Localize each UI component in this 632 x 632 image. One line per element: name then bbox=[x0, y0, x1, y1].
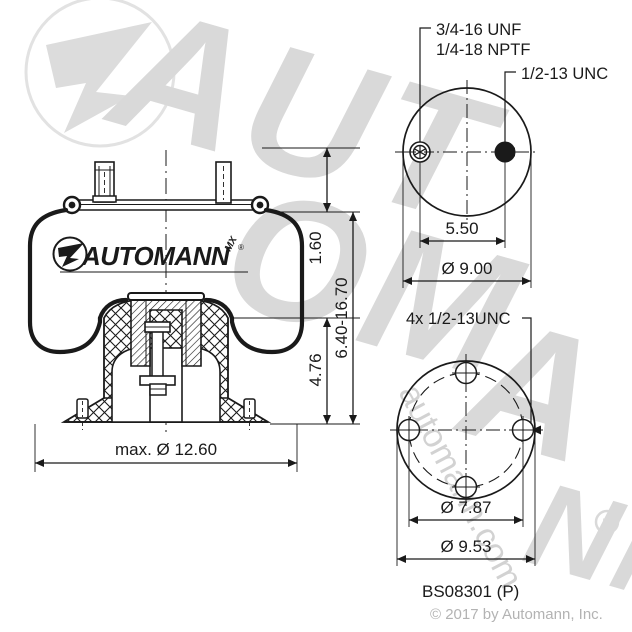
piston-assembly bbox=[60, 292, 272, 430]
air-bellows bbox=[27, 207, 305, 355]
air-port-feature bbox=[406, 141, 434, 163]
dim-bead-height-label: 1.60 bbox=[306, 231, 325, 264]
center-bolt bbox=[139, 321, 176, 396]
leader-stud bbox=[504, 71, 516, 157]
piston-top-rim bbox=[127, 292, 205, 301]
dim-piston-height-label: 4.76 bbox=[306, 353, 325, 386]
bellows-left-wall bbox=[27, 207, 103, 355]
stud-feature bbox=[494, 141, 516, 163]
bolt-hole-right bbox=[509, 416, 537, 444]
dim-vertical-group: 1.60 4.76 6.40-16.70 bbox=[234, 147, 360, 425]
dim-plate-diameter: Ø 9.00 bbox=[402, 152, 532, 288]
registered-mark: ® bbox=[238, 243, 244, 252]
leader-bolt-pattern bbox=[522, 317, 541, 435]
part-number-label: BS08301 (P) bbox=[422, 582, 519, 601]
bellows-right-wall bbox=[229, 207, 305, 355]
dim-overall-diameter: max. Ø 12.60 bbox=[34, 424, 298, 472]
callout-air-port-pipe-thread: 1/4-18 NPTF bbox=[436, 41, 530, 59]
dim-overall-diameter-label: max. Ø 12.60 bbox=[115, 440, 217, 459]
dim-stud-spacing-label: 5.50 bbox=[445, 219, 478, 238]
top-bead-plate-view: 3/4-16 UNF 1/4-18 NPTF 1/2-13 UNC 5.50 bbox=[395, 21, 608, 288]
bellows-logo-text: AUTOMANN bbox=[81, 241, 231, 271]
dim-bolt-circle-label: Ø 7.87 bbox=[440, 498, 491, 517]
piston-inner-cup bbox=[130, 295, 202, 367]
air-fitting-stud bbox=[92, 161, 117, 203]
dim-plate-diameter-label: Ø 9.00 bbox=[441, 259, 492, 278]
leader-air-port bbox=[419, 27, 431, 157]
bolt-hole-bottom bbox=[452, 473, 480, 501]
bellows-brand-logo: AUTOMANN MX ® bbox=[52, 234, 244, 272]
mounting-stud bbox=[215, 161, 232, 204]
callout-stud-thread: 1/2-13 UNC bbox=[521, 65, 608, 83]
callout-leaders-top bbox=[419, 27, 516, 157]
copyright-label: © 2017 by Automann, Inc. bbox=[430, 606, 603, 623]
dim-piston-plate-label: Ø 9.53 bbox=[440, 537, 491, 556]
callout-air-port-thread: 3/4-16 UNF bbox=[436, 21, 521, 39]
svg-text:R: R bbox=[602, 515, 612, 531]
callout-bolt-pattern: 4x 1/2-13UNC bbox=[406, 310, 511, 328]
watermark-logo-topleft bbox=[24, 0, 176, 148]
dim-bolt-circle-diameter: Ø 7.87 bbox=[408, 440, 524, 527]
front-section-view: AUTOMANN MX ® bbox=[27, 147, 360, 472]
dim-stroke-range-label: 6.40-16.70 bbox=[332, 277, 351, 358]
bolt-holes bbox=[395, 359, 537, 501]
bolt-hole-top bbox=[452, 359, 480, 387]
dim-stud-spacing: 5.50 bbox=[419, 162, 506, 248]
dim-piston-plate-diameter: Ø 9.53 bbox=[396, 430, 536, 566]
base-inserts bbox=[76, 398, 256, 430]
bottom-piston-plate-view: 4x 1/2-13UNC bbox=[390, 310, 543, 566]
bead-plate-assembly bbox=[62, 161, 270, 215]
